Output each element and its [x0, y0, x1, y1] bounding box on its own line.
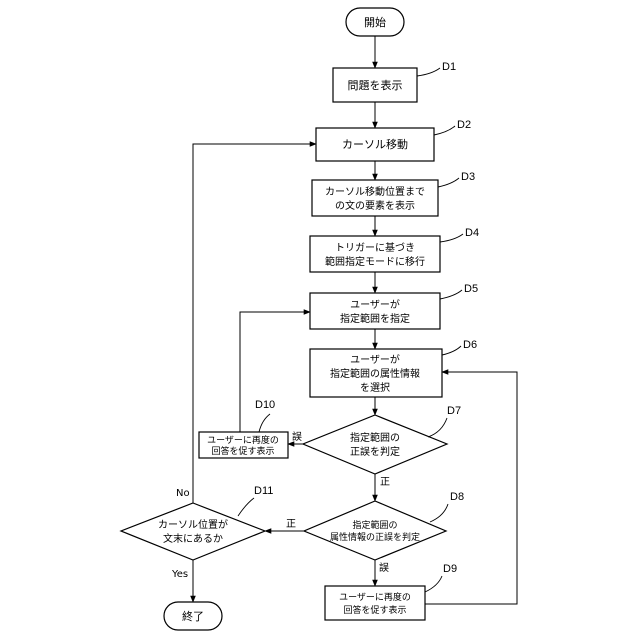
ref-d8: D8: [450, 491, 464, 503]
start-label: 開始: [364, 15, 386, 29]
step-d3-text-1: カーソル移動位置まで: [325, 185, 425, 198]
step-d6-text-3: を選択: [360, 381, 390, 394]
step-d9-text-2: 回答を促す表示: [343, 604, 406, 616]
leader-d3: [438, 178, 459, 187]
leader-d10: [259, 414, 270, 432]
ref-d10: D10: [255, 399, 275, 411]
step-d3: カーソル移動位置まで の文の要素を表示: [312, 180, 438, 216]
start-terminal: 開始: [346, 8, 404, 36]
step-d3-text-2: の文の要素を表示: [335, 199, 415, 212]
step-d1-text: 問題を表示: [348, 78, 403, 92]
step-d10: ユーザーに再度の 回答を促す表示: [199, 432, 288, 458]
step-d10-text-1: ユーザーに再度の: [207, 434, 279, 446]
decision-d7-text-1: 指定範囲の: [350, 431, 400, 444]
step-d5: ユーザーが 指定範囲を指定: [310, 293, 440, 329]
step-d2: カーソル移動: [316, 128, 434, 161]
ref-d2: D2: [457, 119, 471, 131]
step-d4-text-1: トリガーに基づき: [335, 241, 415, 254]
decision-d8-text-2: 属性情報の正誤を判定: [330, 531, 420, 543]
step-d2-text: カーソル移動: [342, 137, 408, 151]
leader-d9: [425, 576, 442, 592]
end-terminal: 終了: [164, 602, 222, 630]
step-d6-text-1: ユーザーが: [350, 353, 400, 366]
step-d9-text-1: ユーザーに再度の: [339, 591, 411, 603]
arrow-d10-d5: [240, 312, 310, 432]
edge-label-d11-no: No: [176, 488, 190, 499]
decision-d8: 指定範囲の 属性情報の正誤を判定: [304, 501, 446, 560]
leader-d6: [442, 346, 461, 355]
decision-d7: 指定範囲の 正誤を判定: [303, 415, 447, 474]
leader-d5: [440, 290, 462, 299]
edge-label-d8-correct: 正: [286, 519, 296, 530]
ref-d7: D7: [447, 405, 461, 417]
step-d4-text-2: 範囲指定モードに移行: [325, 255, 425, 268]
ref-d11: D11: [254, 485, 273, 497]
edge-label-d8-wrong: 誤: [379, 561, 389, 574]
step-d5-text-2: 指定範囲を指定: [340, 312, 410, 325]
arrow-d9-d6: [425, 372, 517, 604]
end-label: 終了: [182, 609, 204, 623]
ref-d9: D9: [443, 563, 457, 575]
decision-d11-text-2: 文末にあるか: [163, 532, 223, 545]
edge-label-d7-correct: 正: [380, 477, 390, 488]
leader-d2: [434, 126, 455, 135]
step-d1: 問題を表示: [333, 68, 417, 102]
step-d10-text-2: 回答を促す表示: [211, 445, 274, 457]
edge-label-d7-wrong: 誤: [292, 430, 302, 443]
ref-d3: D3: [461, 171, 475, 183]
leader-d4: [440, 234, 463, 242]
ref-d4: D4: [465, 227, 479, 239]
edge-label-d11-yes: Yes: [171, 569, 188, 580]
step-d9: ユーザーに再度の 回答を促す表示: [325, 586, 425, 620]
step-d4: トリガーに基づき 範囲指定モードに移行: [310, 236, 440, 272]
leader-d1: [417, 68, 440, 76]
decision-d11: カーソル位置が 文末にあるか: [121, 503, 265, 560]
ref-d6: D6: [463, 339, 477, 351]
leader-d11: [238, 498, 254, 516]
step-d5-text-1: ユーザーが: [350, 298, 400, 311]
leader-d7: [428, 418, 447, 437]
step-d6-text-2: 指定範囲の属性情報: [330, 367, 420, 380]
decision-d11-text-1: カーソル位置が: [158, 518, 228, 531]
leader-d8: [430, 504, 448, 522]
step-d6: ユーザーが 指定範囲の属性情報 を選択: [310, 349, 442, 397]
ref-d1: D1: [442, 61, 456, 73]
ref-d5: D5: [464, 283, 478, 295]
decision-d8-text-1: 指定範囲の: [352, 519, 397, 531]
decision-d7-text-2: 正誤を判定: [350, 445, 400, 458]
